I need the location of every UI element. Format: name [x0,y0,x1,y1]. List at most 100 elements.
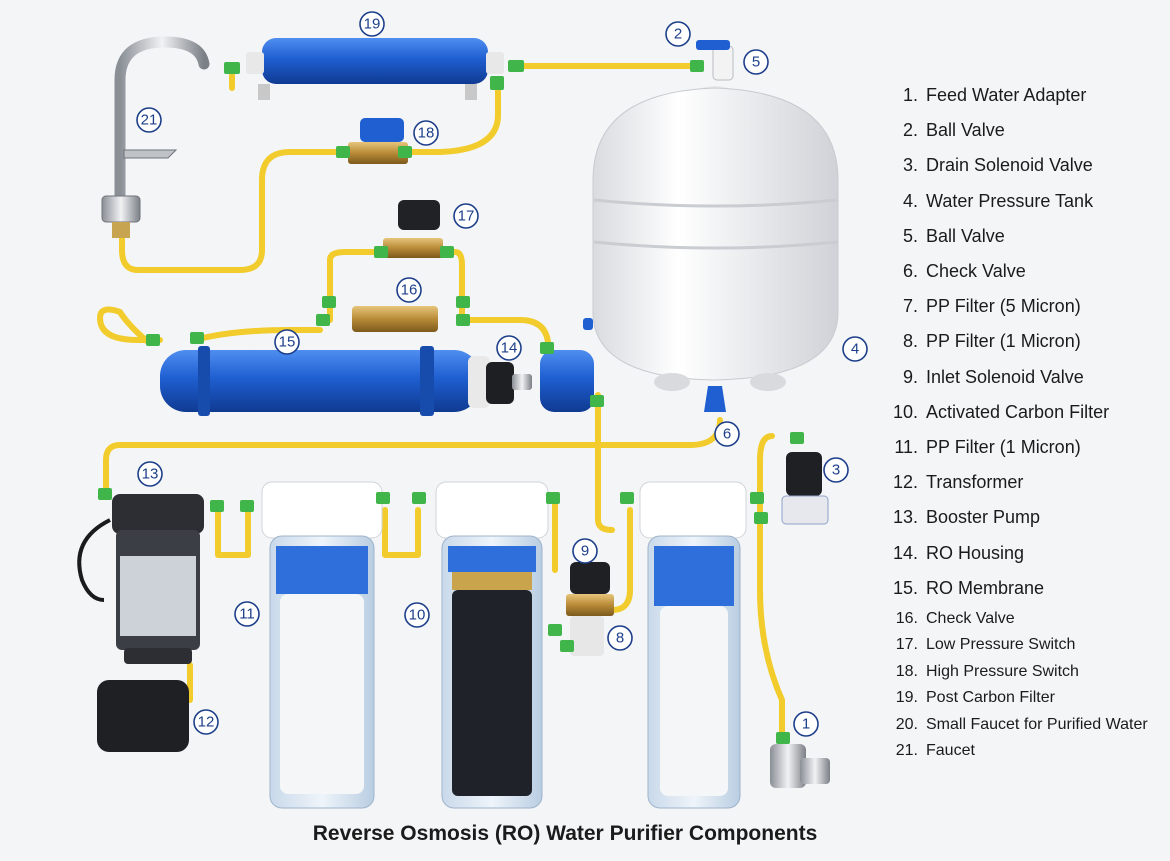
ro-housing [160,346,594,416]
legend-item: 10.Activated Carbon Filter [880,395,1165,430]
legend-item: 15. RO Membrane [880,571,1165,606]
legend-item: 18. High Pressure Switch [880,659,1165,685]
legend-number: 17. [895,636,918,654]
legend-label: Ball Valve [926,120,1005,141]
legend-item: 1. Feed Water Adapter [880,78,1165,113]
callout-number: 3 [832,462,840,479]
callout-6: 6 [714,421,740,447]
callout-number: 10 [409,607,426,624]
callout-number: 9 [581,543,589,560]
legend-item: 4. Water Pressure Tank [880,184,1165,219]
legend-number: 15. [892,577,918,598]
callout-ring [607,625,633,651]
callout-1: 1 [793,711,819,737]
legend-label: Feed Water Adapter [926,85,1087,106]
legend-label: Low Pressure Switch [926,636,1076,654]
legend-label: Check Valve [926,610,1015,627]
legend-number: 13. [892,507,918,528]
diagram-caption: Reverse Osmosis (RO) Water Purifier Comp… [312,822,818,845]
legend-item: 20.Small Faucet for Purified Water [880,711,1165,737]
callout-9: 9 [572,538,598,564]
legend-item: 8. PP Filter (1 Micron) [880,324,1165,359]
callout-18: 18 [413,120,439,146]
legend-number: 2. [902,120,918,141]
legend-item: 17. Low Pressure Switch [880,632,1165,658]
callout-ring [136,107,162,133]
legend-label: PP Filter (1 Micron) [926,436,1081,457]
legend-item: 11.PP Filter (1 Micron) [880,430,1165,465]
legend-number: 1. [902,85,918,106]
callout-number: 18 [418,125,435,142]
legend-label: Activated Carbon Filter [926,401,1110,422]
booster-pump [77,494,204,664]
legend-item: 14.RO Housing [880,535,1165,570]
callout-number: 5 [752,54,760,71]
legend-number: 5. [902,225,918,246]
callout-number: 11 [239,606,255,623]
callout-number: 2 [674,26,682,43]
post-carbon-filter [246,38,504,100]
callout-4: 4 [842,336,868,362]
callout-number: 8 [616,630,624,647]
legend-label: PP Filter (5 Micron) [926,296,1081,317]
callout-number: 12 [198,714,215,731]
legend-number: 9. [902,366,918,387]
filter-housing-11 [261,481,383,809]
callout-8: 8 [607,625,633,651]
callout-ring [396,277,422,303]
callout-15: 15 [274,329,300,355]
callout-number: 15 [279,334,296,351]
callout-ring [572,538,598,564]
callout-number: 4 [851,341,859,358]
legend-label: PP Filter (1 Micron) [926,331,1081,352]
inlet-solenoid-valve [566,562,614,656]
callout-number: 1 [802,716,810,733]
legend-item: 6.Check Valve [880,254,1165,289]
legend-number: 21. [895,741,918,759]
filter-housing-10 [435,481,549,809]
callout-13: 13 [137,461,163,487]
callout-19: 19 [359,11,385,37]
legend-label: Drain Solenoid Valve [926,155,1093,176]
callout-ring [137,461,163,487]
fittings [98,60,804,744]
legend-label: RO Membrane [926,577,1045,598]
callout-5: 5 [743,49,769,75]
legend-label: Faucet [926,741,975,759]
legend-item: 13.Booster Pump [880,500,1165,535]
legend-label: Water Pressure Tank [926,190,1094,211]
legend-number: 4. [902,190,918,211]
legend-number: 20. [895,715,918,733]
legend-label: Ball Valve [926,225,1005,246]
callout-3: 3 [823,457,849,483]
legend-item: 16. Check Valve [880,606,1165,632]
callout-10: 10 [404,602,430,628]
legend-number: 8. [902,331,918,352]
callout-number: 17 [458,208,475,225]
legend-label: High Pressure Switch [926,662,1079,680]
legend-number: 7. [902,296,918,317]
callout-ring [842,336,868,362]
legend-item: 7. PP Filter (5 Micron) [880,289,1165,324]
callout-number: 16 [401,282,418,299]
transformer [97,680,189,752]
legend-item: 9.Inlet Solenoid Valve [880,360,1165,395]
callout-16: 16 [396,277,422,303]
feed-water-adapter [770,744,830,788]
callout-17: 17 [453,203,479,229]
low-pressure-switch [383,200,443,258]
callout-21: 21 [136,107,162,133]
callout-ring [234,601,260,627]
legend-number: 14. [892,542,918,563]
legend-number: 16. [895,610,918,627]
callout-ring [665,21,691,47]
legend-number: 18. [895,662,918,680]
callout-number: 6 [723,426,731,443]
callout-ring [793,711,819,737]
callout-ring [274,329,300,355]
legend-label: Check Valve [926,261,1026,282]
callout-number: 13 [142,466,159,483]
legend-label: Post Carbon Filter [926,689,1055,707]
